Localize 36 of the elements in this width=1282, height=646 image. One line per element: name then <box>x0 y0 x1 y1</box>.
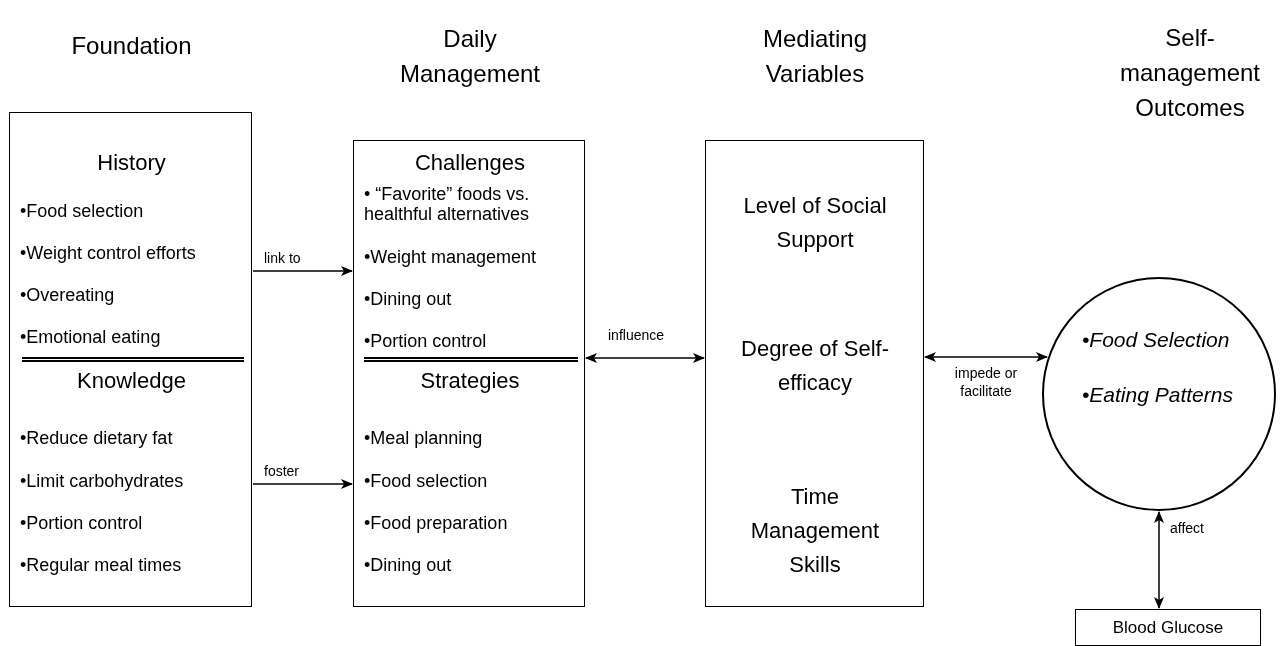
bullet-item: •Dining out <box>364 555 453 575</box>
bullet-item: •Overeating <box>20 285 116 305</box>
variable-text: Level of Social Support <box>742 192 888 254</box>
bullet-item: •Portion control <box>364 331 488 351</box>
bullet-item: •Weight management <box>364 247 538 267</box>
section-heading: Challenges <box>413 149 527 177</box>
box-text: Blood Glucose <box>1112 616 1224 639</box>
column-heading: Foundation <box>70 31 193 61</box>
section-heading: Strategies <box>419 367 521 395</box>
column-heading: Mediating Variables <box>761 24 869 89</box>
arrow <box>252 266 353 276</box>
arrow <box>924 352 1048 362</box>
bullet-item: •Regular meal times <box>20 555 183 575</box>
bullet-item: • “Favorite” foods vs. healthful alternatives <box>364 184 531 224</box>
bullet-item: •Dining out <box>364 289 453 309</box>
bullet-item: •Reduce dietary fat <box>20 428 174 448</box>
outcome-item: •Food Selection <box>1082 327 1230 354</box>
bullet-item: •Weight control efforts <box>20 243 197 263</box>
column-heading: Daily Management <box>398 24 542 89</box>
variable-text: Degree of Self-efficacy <box>740 335 890 397</box>
section-heading: Knowledge <box>76 367 187 395</box>
section-heading: History <box>96 149 167 177</box>
variable-text: Time Management Skills <box>749 483 881 579</box>
arrow <box>1154 511 1164 609</box>
bullet-item: •Emotional eating <box>20 327 162 347</box>
outcome-box <box>1075 609 1261 646</box>
arrow <box>252 479 353 489</box>
arrow <box>585 353 705 363</box>
bullet-item: •Limit carbohydrates <box>20 471 185 491</box>
column-heading: Self-management Outcomes <box>1118 23 1262 123</box>
bullet-item: •Food selection <box>364 471 489 491</box>
bullet-item: •Food selection <box>20 201 145 221</box>
bullet-item: •Meal planning <box>364 428 484 448</box>
bullet-item: •Food preparation <box>364 513 509 533</box>
outcome-item: •Eating Patterns <box>1082 382 1233 409</box>
bullet-item: •Portion control <box>20 513 144 533</box>
